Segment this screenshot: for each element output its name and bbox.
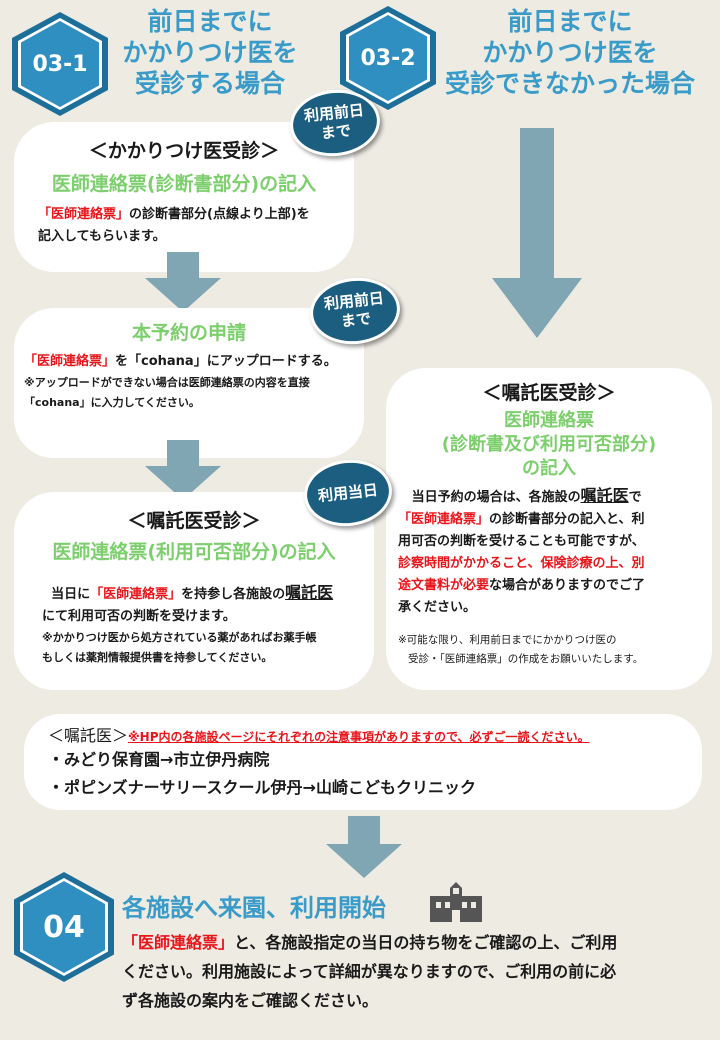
red-text: 診察時間がかかること、保険診療の上、別: [398, 556, 645, 571]
note-line: ※可能な限り、利用前日までにかかりつけ医の: [398, 634, 617, 646]
arrow-down-icon: [145, 252, 221, 312]
red-text: 「医師連絡票」: [90, 587, 182, 602]
red-text: 「医師連絡票」: [398, 512, 490, 527]
card-note: ※可能な限り、利用前日までにかかりつけ医の受診・「医師連絡票」の作成をお願いいた…: [398, 631, 700, 669]
card-text: 当日に「医師連絡票」を持参し各施設の嘱託医にて利用可否の判断を受けます。: [28, 582, 360, 628]
doctors-heading-row: ＜嘱託医＞※HP内の各施設ページにそれぞれの注意事項がありますので、必ずご一読く…: [48, 722, 678, 746]
text: 記入してもらいます。: [38, 229, 166, 244]
doctor-text: 嘱託医: [580, 486, 629, 505]
arrow-down-icon: [326, 816, 402, 878]
red-text: 途文書料が必要: [398, 578, 490, 593]
doctor-list-item: ・みどり保育園→市立伊丹病院: [48, 750, 270, 769]
step-badge-03-1: 03-1: [12, 12, 108, 116]
card-note: ※かかりつけ医から処方されている薬があればお薬手帳もしくは薬剤情報提供書を持参し…: [28, 628, 360, 668]
card-subheading: 医師連絡票 (診断書及び利用可否部分) の記入: [398, 409, 700, 481]
card-subheading: 医師連絡票(利用可否部分)の記入: [52, 541, 336, 563]
card-heading: ＜嘱託医受診＞: [482, 382, 616, 404]
text: 承ください。: [398, 600, 477, 615]
title-line: 前日までに: [147, 7, 273, 36]
title-line: 受診できなかった場合: [444, 69, 695, 98]
step-04-title: 各施設へ来園、利用開始: [122, 894, 386, 922]
note-line: 「cohana」に入力してください。: [24, 396, 200, 409]
note-line: もしくは薬剤情報提供書を持参してください。: [42, 651, 273, 664]
step-032-title: 前日までにかかりつけ医を受診できなかった場合: [430, 6, 710, 99]
text: 用可否の判断を受けることも可能ですが、: [398, 534, 645, 549]
subheading-line: 医師連絡票: [504, 410, 594, 431]
red-text: 「医師連絡票」: [38, 207, 130, 222]
school-doctors-box: ＜嘱託医＞※HP内の各施設ページにそれぞれの注意事項がありますので、必ずご一読く…: [24, 714, 702, 810]
red-text: 「医師連絡票」: [24, 354, 116, 369]
note-line: ※アップロードができない場合は医師連絡票の内容を直接: [24, 376, 310, 389]
arrow-down-icon: [492, 128, 582, 338]
text: ず各施設の案内をご確認ください。: [122, 991, 379, 1010]
card-school-doctor-same-day: ＜嘱託医受診＞ 医師連絡票(利用可否部分)の記入 当日に「医師連絡票」を持参し各…: [14, 492, 374, 690]
text: を「cohana」にアップロードする。: [115, 354, 337, 369]
card-heading: ＜かかりつけ医受診＞: [88, 140, 280, 162]
card-text: 当日予約の場合は、各施設の嘱託医で「医師連絡票」の診断書部分の記入と、利用可否の…: [398, 485, 700, 619]
text: 当日に: [51, 587, 91, 602]
step-badge-03-2: 03-2: [340, 6, 436, 110]
card-subheading: 医師連絡票(診断書部分)の記入: [51, 173, 317, 195]
card-school-doctor-same-day-reservation: ＜嘱託医受診＞ 医師連絡票 (診断書及び利用可否部分) の記入 当日予約の場合は、各…: [386, 368, 712, 690]
subheading-line: の記入: [522, 458, 576, 479]
doctors-heading: ＜嘱託医＞: [48, 726, 129, 745]
text: を持参し各施設の: [181, 587, 286, 602]
text: にて利用可否の判断を受けます。: [42, 609, 236, 624]
arrow-down-icon: [145, 440, 221, 500]
red-text: 「医師連絡票」: [122, 933, 235, 952]
card-reservation: 本予約の申請 「医師連絡票」を「cohana」にアップロードする。 ※アップロー…: [14, 308, 364, 458]
card-text: 「医師連絡票」を「cohana」にアップロードする。: [24, 351, 354, 373]
title-line: かかりつけ医を: [482, 38, 658, 67]
title-line: 受診する場合: [134, 69, 285, 98]
step-031-title: 前日までにかかりつけ医を受診する場合: [100, 6, 320, 99]
step-badge-04: 04: [14, 872, 114, 982]
school-icon: [430, 882, 482, 922]
card-subheading: 本予約の申請: [131, 322, 246, 344]
doctor-list-item: ・ポピンズナーサリースクール伊丹→山崎こどもクリニック: [48, 778, 476, 797]
title-line: 前日までに: [507, 7, 633, 36]
note-line: 受診・「医師連絡票」の作成をお願いいたします。: [408, 653, 644, 665]
card-family-doctor: ＜かかりつけ医受診＞ 医師連絡票(診断書部分)の記入 「医師連絡票」の診断書部分…: [14, 122, 354, 272]
card-heading: ＜嘱託医受診＞: [127, 510, 261, 532]
subheading-line: (診断書及び利用可否部分): [441, 434, 657, 455]
card-note: ※アップロードができない場合は医師連絡票の内容を直接「cohana」に入力してく…: [24, 373, 354, 413]
text: な場合がありますのでご了: [489, 578, 646, 593]
bubble-line: 利用当日: [317, 480, 379, 505]
doctor-text: 嘱託医: [285, 583, 334, 602]
note-line: ※かかりつけ医から処方されている薬があればお薬手帳: [42, 631, 317, 644]
card-text: 「医師連絡票」の診断書部分(点線より上部)を記入してもらいます。: [28, 204, 340, 248]
text: 当日予約の場合は、各施設の: [411, 490, 581, 505]
text: で: [628, 490, 642, 505]
text: の診断書部分の記入と、利: [489, 512, 645, 527]
title-line: かかりつけ医を: [122, 38, 298, 67]
text: の診断書部分(点線より上部)を: [129, 207, 310, 222]
step-04-text: 「医師連絡票」と、各施設指定の当日の持ち物をご確認の上、ご利用ください。利用施設…: [122, 928, 712, 1015]
doctors-notice: ※HP内の各施設ページにそれぞれの注意事項がありますので、必ずご一読ください。: [128, 730, 590, 744]
text: と、各施設指定の当日の持ち物をご確認の上、ご利用: [234, 933, 618, 952]
text: ください。利用施設によって詳細が異なりますので、ご利用の前に必: [122, 962, 617, 981]
